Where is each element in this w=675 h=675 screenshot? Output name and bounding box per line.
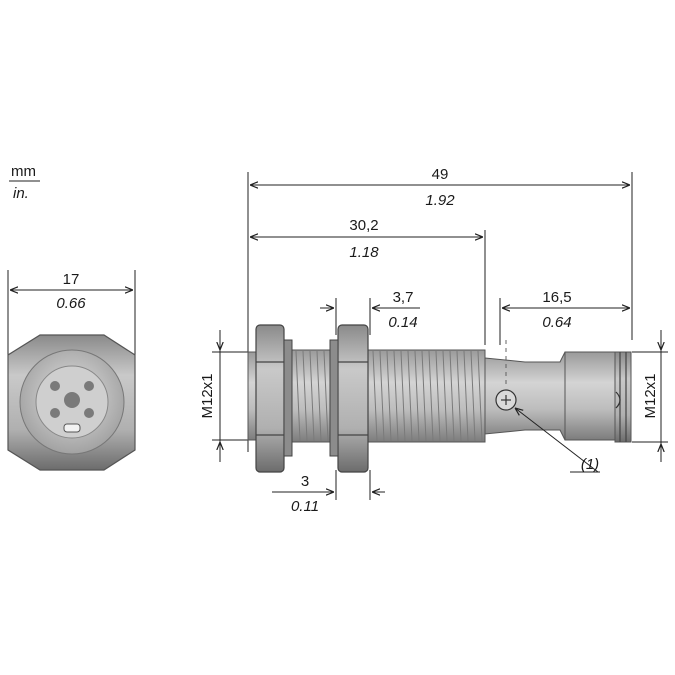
thread-ridge	[309, 350, 315, 442]
nut-thickness-in: 0.11	[291, 498, 319, 515]
connector-length-mm: 16,5	[542, 289, 571, 306]
dimension-thread-length: 30,2 1.18	[250, 217, 483, 261]
callout-led: (1)	[515, 408, 600, 473]
thread-ridge	[316, 350, 322, 442]
dimension-thread-left: M12x1	[199, 330, 248, 462]
nut-thickness-mm: 3	[301, 473, 309, 490]
thread-ridges	[295, 350, 483, 442]
lock-washer-1	[283, 339, 293, 457]
extension-lines	[247, 172, 633, 500]
nut-width-mm: 3,7	[393, 289, 414, 306]
thread-ridge	[470, 350, 476, 442]
dimension-thread-right: M12x1	[632, 330, 668, 462]
dimension-total-length: 49 1.92	[250, 166, 630, 209]
unit-imperial: in.	[13, 185, 29, 202]
thread-ridge	[449, 350, 455, 442]
hex-nut-1	[255, 324, 285, 473]
total-length-mm: 49	[432, 166, 449, 183]
total-length-in: 1.92	[425, 192, 455, 209]
thread-ridge	[386, 350, 392, 442]
callout-label: (1)	[581, 456, 599, 473]
connector-key	[63, 423, 81, 433]
thread-ridge	[428, 350, 434, 442]
connector-pin-2	[84, 381, 94, 391]
thread-ridge	[393, 350, 399, 442]
thread-label-left: M12x1	[199, 373, 216, 418]
sensor-side-view	[247, 324, 632, 473]
dimension-nut-thickness: 3 0.11	[272, 473, 385, 515]
thread-ridge	[302, 350, 308, 442]
connector-key-side	[615, 391, 621, 409]
thread-ridge	[372, 350, 378, 442]
thread-ridge	[407, 350, 413, 442]
thread-ridge	[323, 350, 329, 442]
front-width-mm: 17	[63, 271, 80, 288]
connector-pin-3	[50, 408, 60, 418]
thread-ridge	[414, 350, 420, 442]
thread-ridge	[421, 350, 427, 442]
front-view: 17 0.66	[7, 270, 136, 471]
connector-end-ring	[614, 351, 632, 443]
dimension-nut-width: 3,7 0.14	[320, 289, 420, 331]
thread-ridge	[379, 350, 385, 442]
hex-nut-2	[337, 324, 369, 473]
dimension-connector-length: 16,5 0.64	[502, 289, 630, 331]
thread-ridge	[400, 350, 406, 442]
connector-pin-4	[84, 408, 94, 418]
thread-ridge	[463, 350, 469, 442]
front-width-in: 0.66	[56, 295, 86, 312]
lock-washer-2	[329, 339, 339, 457]
thread-length-mm: 30,2	[349, 217, 378, 234]
thread-ridge	[477, 350, 483, 442]
connector-pin-1	[50, 381, 60, 391]
thread-length-in: 1.18	[349, 244, 379, 261]
unit-metric: mm	[11, 163, 36, 180]
threaded-body	[259, 349, 486, 443]
nut-width-in: 0.14	[388, 314, 417, 331]
thread-ridge	[442, 350, 448, 442]
connector-pin-center	[64, 392, 80, 408]
thread-ridge	[295, 350, 301, 442]
connector-sleeve	[564, 351, 616, 441]
thread-ridge	[456, 350, 462, 442]
connector-length-in: 0.64	[542, 314, 571, 331]
thread-ridge	[435, 350, 441, 442]
thread-label-right: M12x1	[642, 373, 659, 418]
units-legend: mm in.	[9, 163, 40, 202]
